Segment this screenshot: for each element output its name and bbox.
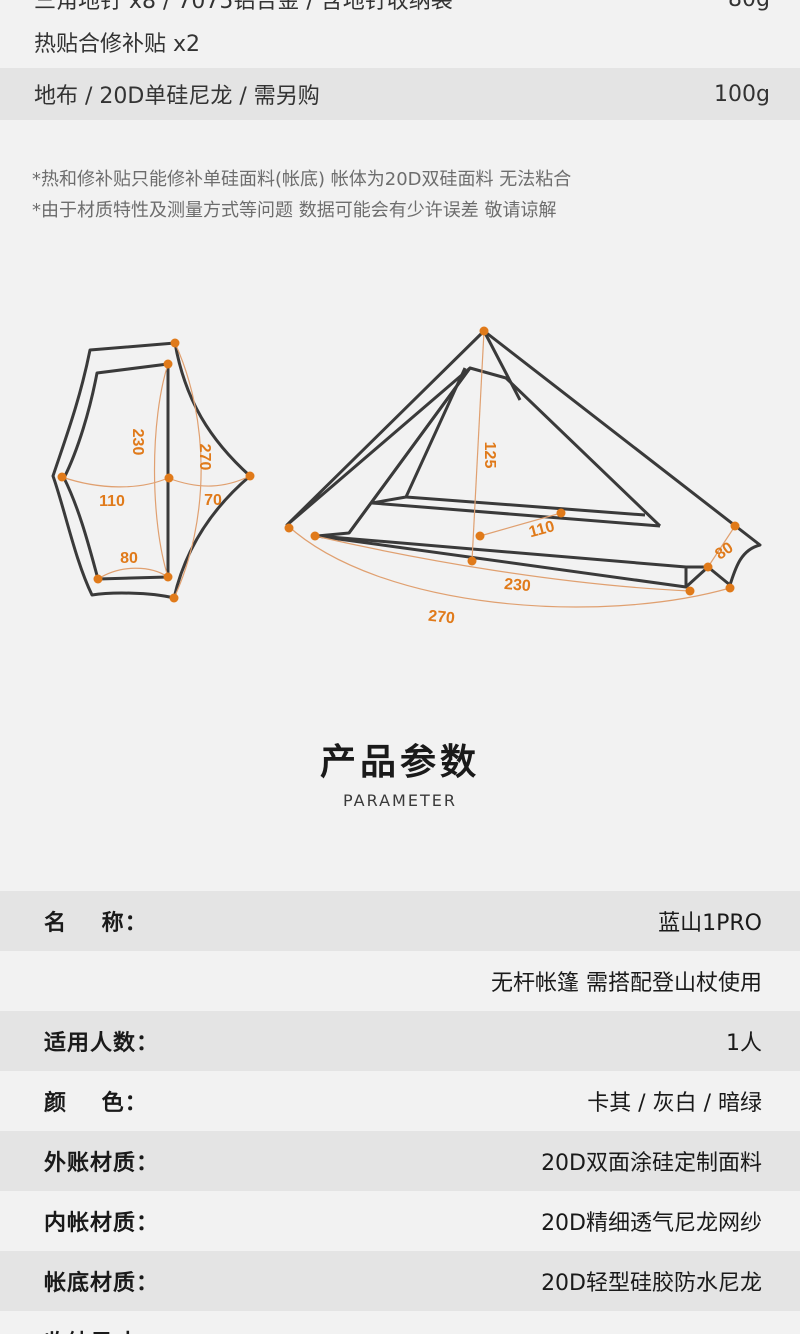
spec-label: 颜 色： [44,1091,148,1116]
spec-row: 内帐材质： 20D精细透气尼龙网纱 [0,1191,800,1251]
spec-label: 外账材质： [44,1151,160,1176]
pack-row-groundsheet: 地布 / 20D单硅尼龙 / 需另购 100g [0,68,800,120]
note-line: *热和修补贴只能修补单硅面料(帐底) 帐体为20D双硅面料 无法粘合 [32,169,572,190]
spec-value: 无杆帐篷 需搭配登山杖使用 [491,971,762,996]
pack-item-label: 热贴合修补贴 x2 [34,32,201,57]
spec-row: 收纳尺寸： [0,1311,800,1334]
spec-row: 外账材质： 20D双面涂硅定制面料 [0,1131,800,1191]
spec-value: 20D轻型硅胶防水尼龙 [541,1271,762,1296]
spec-row: 颜 色： 卡其 / 灰白 / 暗绿 [0,1071,800,1131]
dim-label: 110 [527,518,556,541]
side-view-measure-lines [286,330,736,608]
pack-item-weight: 80g [728,0,770,12]
spec-value: 蓝山1PRO [658,911,762,936]
spec-row: 适用人数： 1人 [0,1011,800,1071]
top-view-measure-lines [61,342,251,599]
spec-label: 收纳尺寸： [44,1325,159,1334]
dim-label: 270 [196,444,213,471]
spec-value: 20D双面涂硅定制面料 [541,1151,762,1176]
dim-label: 70 [204,492,222,509]
tent-dimension-diagram: 230 270 110 70 80 125 110 80 230 270 [51,326,762,628]
spec-label: 内帐材质： [44,1211,160,1236]
side-view-points [284,326,740,596]
spec-value: 1人 [726,1031,762,1056]
section-title: 产品参数 [319,742,480,783]
spec-row: 名 称： 蓝山1PRO [0,891,800,951]
spec-label: 名 称： [44,911,148,936]
dim-label: 125 [481,442,498,469]
dim-label: 110 [99,493,125,510]
pack-item-label: 地布 / 20D单硅尼龙 / 需另购 [34,84,320,109]
spec-label: 帐底材质： [44,1271,160,1296]
section-subtitle: PARAMETER [343,791,457,810]
dim-label: 230 [129,429,146,456]
note-line: *由于材质特性及测量方式等问题 数据可能会有少许误差 敬请谅解 [32,200,557,221]
spec-label: 适用人数： [44,1031,160,1056]
dim-label: 80 [712,539,736,563]
top-view-outline [51,341,252,600]
pack-row-patch: 热贴合修补贴 x2 [0,16,800,68]
pack-item-weight: 100g [714,81,770,107]
pack-row-top-cut: 三角地钉 x8 / 7075铝合金 / 含地钉收纳袋 80g [0,0,800,14]
notes: *热和修补贴只能修补单硅面料(帐底) 帐体为20D双硅面料 无法粘合 *由于材质… [32,164,571,226]
spec-value: 卡其 / 灰白 / 暗绿 [587,1091,762,1116]
dim-label: 270 [427,608,455,628]
side-view-outline [285,329,762,589]
pack-item-label: 三角地钉 x8 / 7075铝合金 / 含地钉收纳袋 [34,0,453,14]
spec-value: 20D精细透气尼龙网纱 [541,1211,762,1236]
dim-label: 80 [120,550,138,567]
top-view-points [57,338,255,603]
spec-row: 无杆帐篷 需搭配登山杖使用 [0,951,800,1011]
spec-row: 帐底材质： 20D轻型硅胶防水尼龙 [0,1251,800,1311]
dim-label: 230 [503,576,531,595]
